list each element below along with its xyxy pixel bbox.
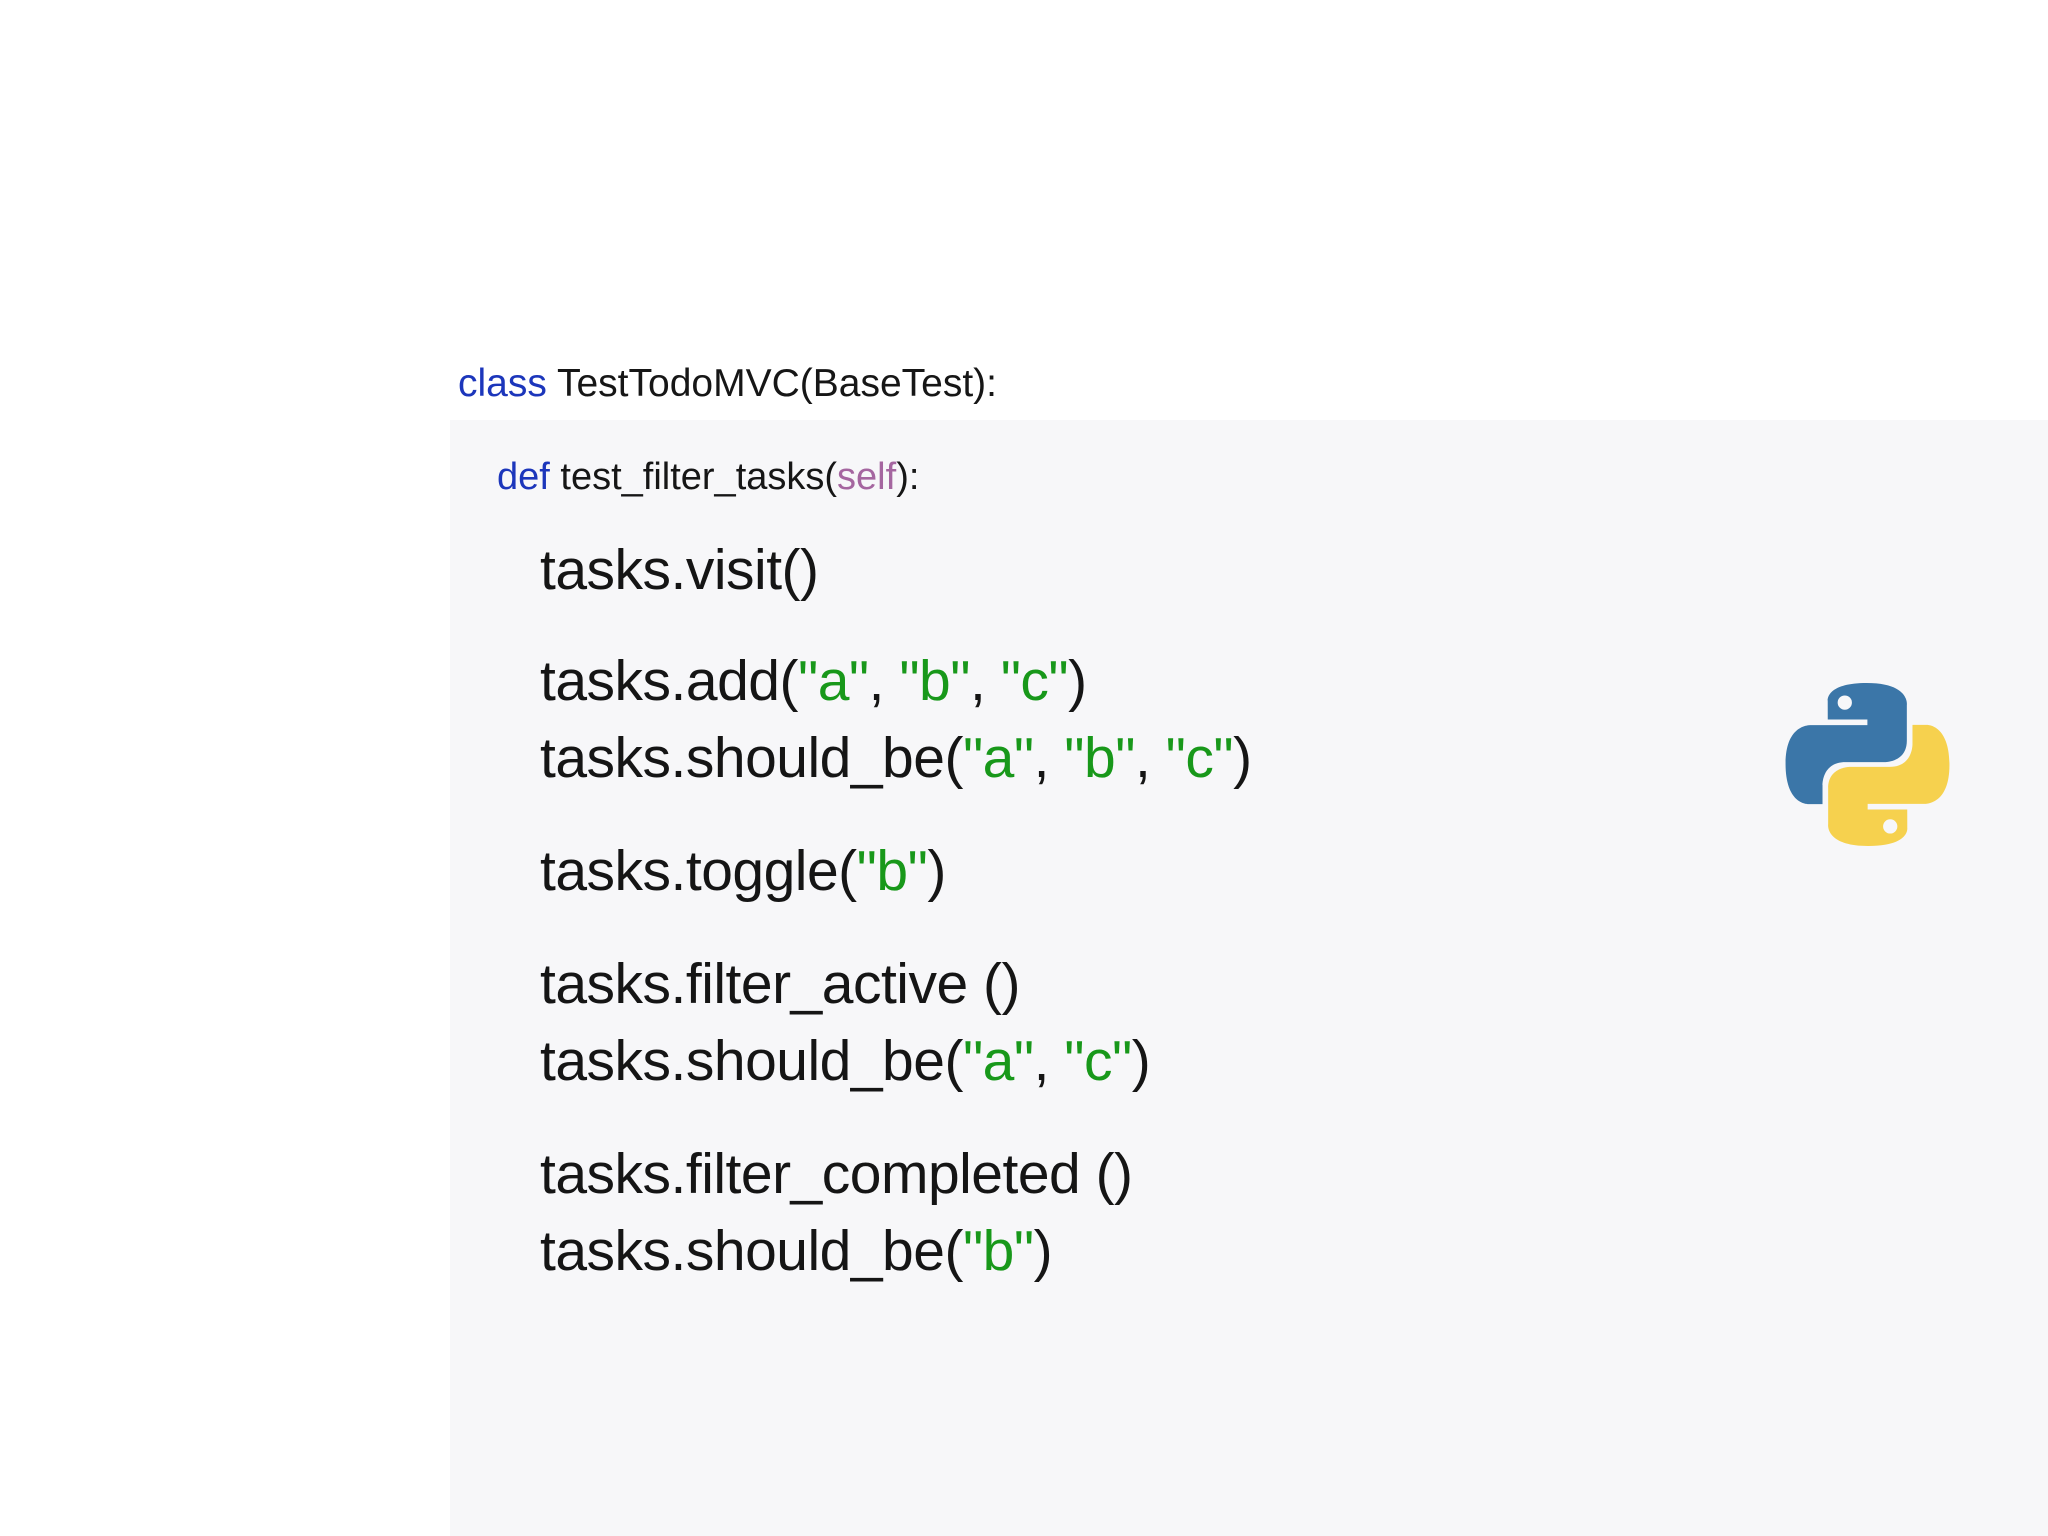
def-close-text: ): bbox=[896, 456, 920, 498]
code-line: tasks.should_be("a", "b", "c") bbox=[540, 726, 1252, 792]
content-panel bbox=[450, 420, 2048, 1536]
string-literal: "c" bbox=[1165, 726, 1234, 790]
code-line: tasks.should_be("b") bbox=[540, 1219, 1053, 1285]
code-text: , bbox=[1033, 1029, 1065, 1093]
code-text: tasks.add( bbox=[540, 649, 798, 713]
python-logo-svg bbox=[1785, 683, 1950, 846]
class-name-text: TestTodoMVC(BaseTest): bbox=[546, 362, 997, 405]
string-literal: "a" bbox=[962, 726, 1034, 790]
code-text: tasks.filter_active () bbox=[540, 952, 1020, 1016]
code-text: , bbox=[970, 649, 1001, 713]
code-text: tasks.visit() bbox=[540, 538, 819, 602]
code-line: tasks.filter_active () bbox=[540, 952, 1020, 1018]
code-text: , bbox=[1134, 726, 1166, 790]
code-text: tasks.filter_completed () bbox=[540, 1142, 1133, 1206]
code-text: ) bbox=[1131, 1029, 1151, 1093]
code-line: tasks.toggle("b") bbox=[540, 839, 946, 905]
code-text: ) bbox=[1033, 1219, 1053, 1283]
class-declaration-line: class TestTodoMVC(BaseTest): bbox=[458, 362, 997, 407]
string-literal: "c" bbox=[1000, 649, 1069, 713]
code-text: tasks.should_be( bbox=[540, 726, 963, 790]
code-line: tasks.add("a", "b", "c") bbox=[540, 649, 1087, 715]
code-text: tasks.should_be( bbox=[540, 1029, 963, 1093]
def-name-text: test_filter_tasks( bbox=[549, 456, 838, 498]
string-literal: "a" bbox=[797, 649, 869, 713]
def-declaration-line: def test_filter_tasks(self): bbox=[497, 456, 919, 500]
self-parameter: self bbox=[837, 456, 897, 498]
code-line: tasks.visit() bbox=[540, 538, 819, 604]
code-text: tasks.toggle( bbox=[540, 839, 857, 903]
code-line: tasks.filter_completed () bbox=[540, 1142, 1133, 1208]
string-literal: "c" bbox=[1064, 1029, 1132, 1093]
string-literal: "b" bbox=[1064, 726, 1135, 790]
code-line: tasks.should_be("a", "c") bbox=[540, 1029, 1151, 1095]
code-text: , bbox=[1033, 726, 1065, 790]
string-literal: "b" bbox=[899, 649, 970, 713]
class-keyword: class bbox=[458, 362, 547, 405]
code-text: ) bbox=[1233, 726, 1252, 790]
code-text: ) bbox=[1068, 649, 1087, 713]
code-text: tasks.should_be( bbox=[540, 1219, 963, 1283]
python-logo-icon bbox=[1785, 683, 1950, 846]
def-keyword: def bbox=[497, 456, 550, 498]
code-text: , bbox=[868, 649, 900, 713]
string-literal: "a" bbox=[962, 1029, 1034, 1093]
string-literal: "b" bbox=[962, 1219, 1034, 1283]
string-literal: "b" bbox=[856, 839, 928, 903]
code-text: ) bbox=[927, 839, 946, 903]
